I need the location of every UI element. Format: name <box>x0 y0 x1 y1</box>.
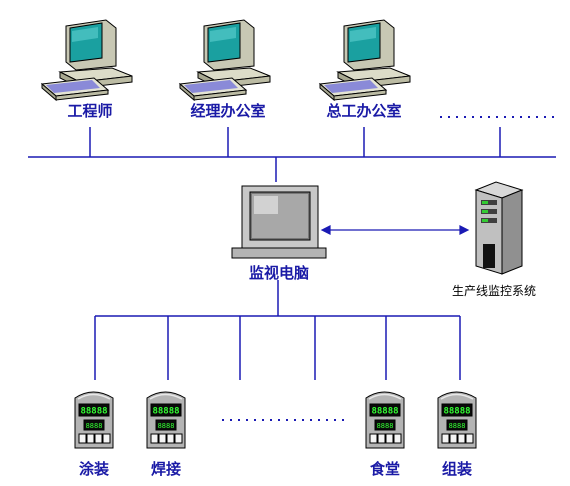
workstation-icon <box>319 19 411 101</box>
controller-panel-icon <box>437 391 477 449</box>
server-tower-icon <box>474 181 524 275</box>
label-painting: 涂装 <box>78 460 110 478</box>
lower-network-bus <box>94 280 461 380</box>
controller-panel-icon <box>74 391 114 449</box>
label-assembly: 组装 <box>441 460 473 478</box>
monitor-icon <box>231 185 327 259</box>
label-canteen: 食堂 <box>369 460 401 478</box>
bidirectional-arrow <box>320 225 470 235</box>
label-engineer: 工程师 <box>67 102 113 120</box>
label-production-line-system: 生产线监控系统 <box>451 284 537 298</box>
label-welding: 焊接 <box>150 460 182 478</box>
label-chief-engineer-office: 总工办公室 <box>326 102 402 120</box>
controller-panel-icon <box>365 391 405 449</box>
workstation-icon <box>179 19 271 101</box>
label-manager-office: 经理办公室 <box>190 102 266 120</box>
workstation-icon <box>41 19 133 101</box>
controller-panel-icon <box>146 391 186 449</box>
label-monitor-pc: 监视电脑 <box>248 264 310 282</box>
upper-network-bus <box>28 127 556 182</box>
